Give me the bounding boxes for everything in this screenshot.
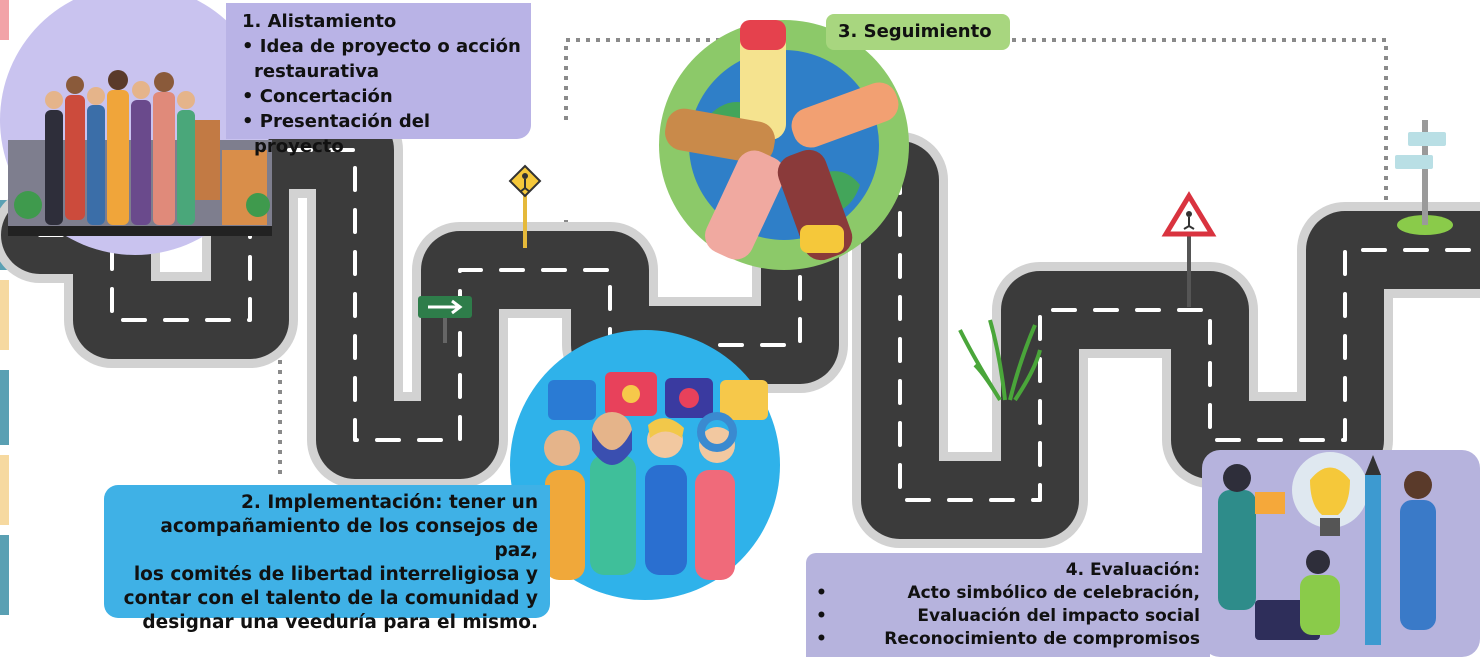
left-strip-pink [0,0,9,40]
bullet-icon: • [816,629,827,649]
step-3-title: 3. Seguimiento [838,21,992,42]
step-4-item: • Reconocimiento de compromisos [816,628,1200,651]
step-2-implementacion: 2. Implementación: tener un acompañamien… [104,485,550,633]
step-2-line: designar una veeduría para el mismo. [142,612,538,633]
step-2-line: los comités de libertad interreligiosa y [133,564,538,585]
step-2-line: contar con el talento de la comunidad y [123,588,538,609]
left-strip-teal [0,370,9,445]
left-strip-yellow [0,455,9,525]
united-hands-globe-illustration [659,20,909,270]
step-2-line: 2. Implementación: tener un [241,492,538,513]
grass-plant-icon [958,319,1042,402]
step-1-item: Idea de proyecto o acción restaurativa [236,34,521,84]
step-3-seguimiento: 3. Seguimiento [826,14,1010,50]
evaluation-team-illustration [1202,450,1480,657]
step-1-list: Idea de proyecto o acción restaurativa C… [236,34,521,159]
arrow-road-sign-icon [418,296,472,343]
pedestrian-crossing-sign-icon [1161,191,1217,307]
step-4-title: 4. Evaluación: [1065,560,1200,580]
step-1-alistamiento: 1. Alistamiento Idea de proyecto o acció… [226,3,531,157]
pedestrian-sign-icon [508,164,542,248]
step-4-item-text: Reconocimiento de compromisos [884,629,1200,649]
left-strip-yellow [0,280,9,350]
left-strip-teal [0,535,9,615]
step-2-line: acompañamiento de los consejos de paz, [160,516,538,561]
direction-signpost-icon [1395,120,1453,235]
step-4-item-text: Evaluación del impacto social [917,606,1200,626]
community-people-illustration [0,0,272,255]
step-4-item: • Acto simbólico de celebración, [816,582,1200,605]
step-1-item: Concertación [236,84,521,109]
step-4-evaluacion: 4. Evaluación: • Acto simbólico de celeb… [806,553,1210,657]
bullet-icon: • [816,606,827,626]
step-4-item-text: Acto simbólico de celebración, [907,583,1200,603]
team-ideas-illustration [510,330,780,600]
bullet-icon: • [816,583,827,603]
step-1-title: 1. Alistamiento [242,11,397,32]
step-1-item: Presentación del proyecto [236,109,521,159]
step-4-item: • Evaluación del impacto social [816,605,1200,628]
